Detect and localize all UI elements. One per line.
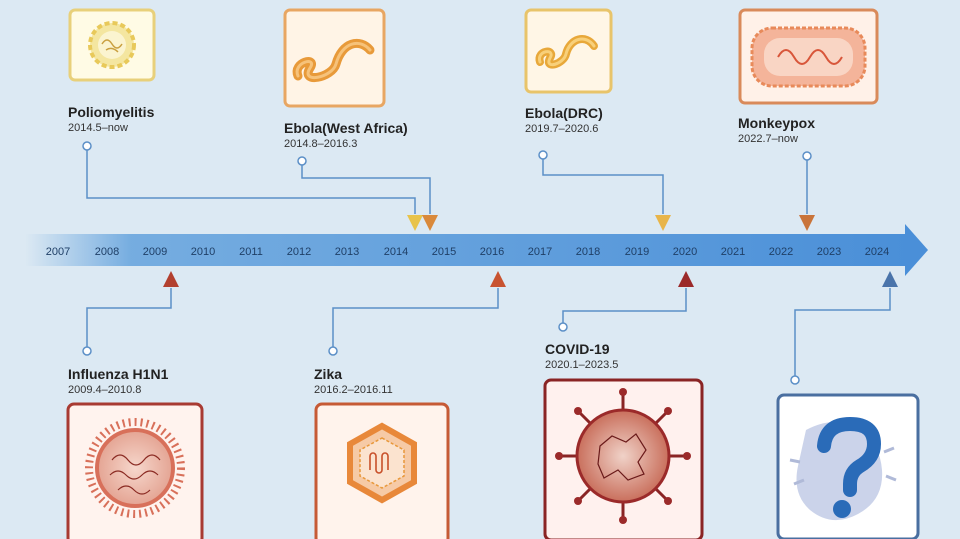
year-label: 2008 [95,246,119,258]
marker-ebola-drc [655,215,671,231]
marker-covid [678,271,694,287]
year-label: 2007 [46,246,70,258]
year-label: 2013 [335,246,359,258]
marker-ebola-wa [422,215,438,231]
event-dates: 2009.4–2010.8 [68,384,142,396]
year-label: 2022 [769,246,793,258]
connector-lines [86,148,891,378]
influenza-virus-icon [66,402,204,539]
coronavirus-icon [543,378,704,539]
event-name: Zika [314,366,343,382]
year-label: 2012 [287,246,311,258]
marker-h1n1 [163,271,179,287]
event-name: Monkeypox [738,115,816,131]
ebola-virus-icon [283,8,386,108]
event-dates: 2014.8–2016.3 [284,138,358,150]
event-dates: 2016.2–2016.11 [314,384,393,396]
year-label: 2024 [865,246,889,258]
event-label-zika: Zika 2016.2–2016.11 [314,366,393,397]
timeline-markers [163,215,898,287]
monkeypox-virus-icon [738,8,879,105]
event-label-h1n1: Influenza H1N1 2009.4–2010.8 [68,366,168,397]
year-label: 2009 [143,246,167,258]
event-name: COVID-19 [545,341,610,357]
event-name: Poliomyelitis [68,104,155,120]
event-dates: 2020.1–2023.5 [545,359,619,371]
year-label: 2017 [528,246,552,258]
event-name: Influenza H1N1 [68,366,169,382]
event-label-covid: COVID-19 2020.1–2023.5 [545,341,618,372]
event-label-ebola-drc: Ebola(DRC) 2019.7–2020.6 [525,105,603,136]
polio-virus-icon [68,8,156,82]
event-label-mpox: Monkeypox 2022.7–now [738,115,815,146]
event-dates: 2022.7–now [738,133,798,145]
event-label-ebola-wa: Ebola(West Africa) 2014.8–2016.3 [284,120,408,151]
timeline-arrow [25,224,928,276]
year-label: 2018 [576,246,600,258]
event-name: Ebola(DRC) [525,105,603,121]
year-label: 2010 [191,246,215,258]
year-labels: 2007 2008 2009 2010 2011 2012 2013 2014 … [46,246,889,258]
question-mark-icon [776,393,920,539]
marker-unknown [882,271,898,287]
connector-dots [82,141,812,385]
event-dates: 2019.7–2020.6 [525,123,599,135]
marker-polio [407,215,423,231]
marker-zika [490,271,506,287]
year-label: 2014 [384,246,408,258]
event-name: Ebola(West Africa) [284,120,408,136]
zika-virus-icon [314,402,450,539]
event-dates: 2014.5–now [68,122,128,134]
year-label: 2023 [817,246,841,258]
year-label: 2019 [625,246,649,258]
year-label: 2016 [480,246,504,258]
marker-mpox [799,215,815,231]
year-label: 2011 [239,246,263,258]
event-label-polio: Poliomyelitis 2014.5–now [68,104,154,135]
ebola-virus-icon [524,8,613,94]
year-label: 2020 [673,246,697,258]
year-label: 2015 [432,246,456,258]
year-label: 2021 [721,246,745,258]
